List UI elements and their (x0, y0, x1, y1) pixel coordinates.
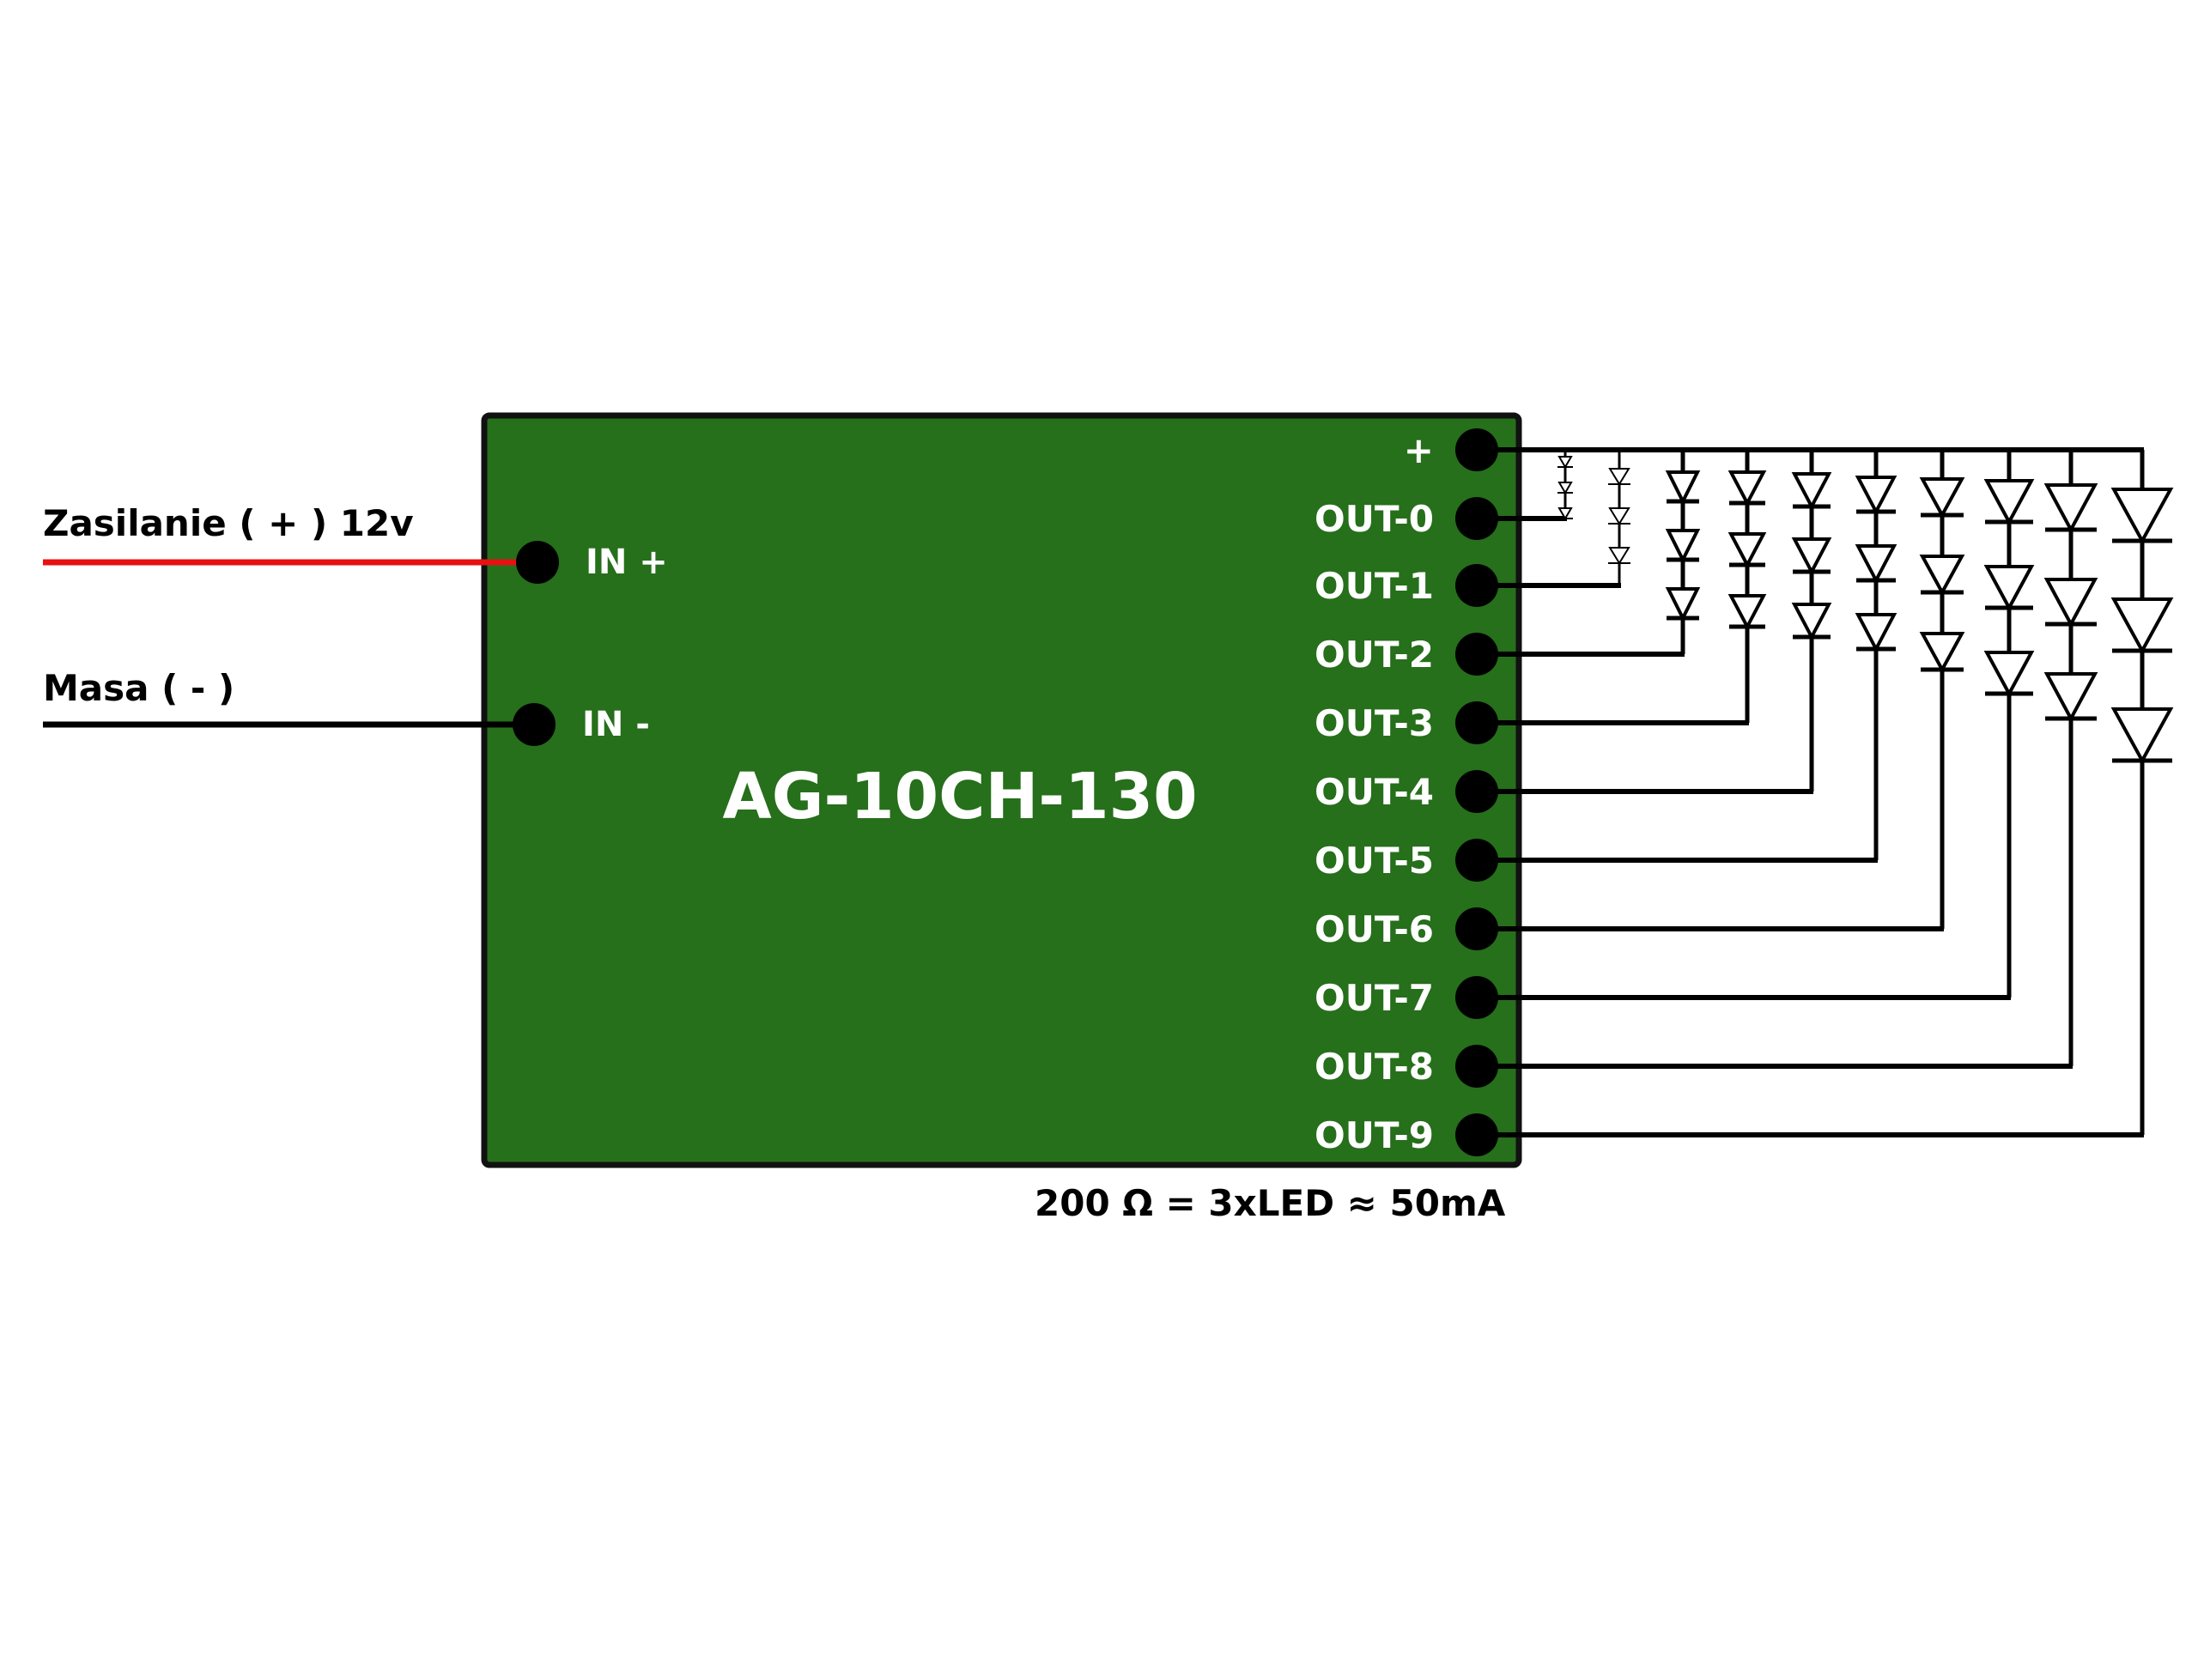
ground-label: Masa ( - ) (43, 667, 234, 709)
diode-icon (1608, 468, 1630, 486)
diode-icon (1608, 547, 1630, 565)
led-ch9-1 (2110, 488, 2174, 545)
led-ch3-1 (1727, 470, 1767, 507)
led-ch6-1 (1919, 477, 1965, 519)
led-ch6-3 (1919, 632, 1965, 674)
led-ch2-1 (1665, 470, 1701, 506)
power-label: Zasilanie ( + ) 12v (43, 502, 414, 544)
led-ch0-2 (1557, 482, 1573, 494)
terminal-out-6 (1455, 907, 1498, 950)
led-ch8-2 (2043, 578, 2098, 628)
terminal-out-1 (1455, 564, 1498, 607)
diode-icon (1791, 537, 1832, 576)
led-ch5-1 (1855, 476, 1897, 516)
led-ch2-3 (1665, 587, 1701, 622)
led-ch0-3 (1557, 507, 1573, 520)
diode-icon (1727, 532, 1767, 569)
terminal-out-3 (1455, 701, 1498, 744)
diode-icon (1919, 477, 1965, 519)
terminal-label-out-6: OUT-6 (1315, 908, 1434, 950)
led-ch1-3 (1608, 547, 1630, 565)
terminal-out-2 (1455, 633, 1498, 676)
led-ch1-2 (1608, 507, 1630, 525)
led-ch5-2 (1855, 544, 1897, 585)
diode-icon (1919, 555, 1965, 597)
led-ch5-3 (1855, 613, 1897, 653)
terminal-label-plus: + (1404, 429, 1434, 471)
in-minus-terminal (513, 703, 556, 746)
diode-icon (1855, 476, 1897, 516)
terminal-plus (1455, 428, 1498, 471)
diode-icon (1665, 587, 1701, 622)
led-ch9-2 (2110, 597, 2174, 655)
diode-icon (2110, 597, 2174, 655)
diode-icon (1983, 479, 2035, 526)
diode-icon (1855, 544, 1897, 585)
diode-icon (2043, 483, 2098, 534)
diode-icon (1557, 456, 1573, 469)
in-plus-terminal (516, 541, 559, 584)
diode-icon (1791, 603, 1832, 641)
led-ch0-1 (1557, 456, 1573, 469)
led-ch2-2 (1665, 529, 1701, 564)
terminal-out-9 (1455, 1113, 1498, 1156)
terminal-out-4 (1455, 770, 1498, 813)
terminal-label-out-3: OUT-3 (1315, 702, 1434, 744)
footer-note: 200 Ω = 3xLED ≈ 50mA (1035, 1182, 1506, 1224)
in-plus-label: IN + (586, 543, 668, 582)
diode-icon (1791, 472, 1832, 511)
board-title: AG-10CH-130 (722, 760, 1197, 834)
diode-icon (1983, 565, 2035, 612)
diode-icon (1608, 507, 1630, 525)
diode-icon (1727, 594, 1767, 631)
terminal-label-out-8: OUT-8 (1315, 1046, 1434, 1088)
diode-icon (2110, 488, 2174, 545)
led-ch6-2 (1919, 555, 1965, 597)
in-minus-label: IN - (582, 705, 650, 744)
led-ch7-1 (1983, 479, 2035, 526)
led-ch3-2 (1727, 532, 1767, 569)
diode-icon (1665, 529, 1701, 564)
diode-icon (2043, 578, 2098, 628)
terminal-out-8 (1455, 1045, 1498, 1088)
terminal-label-out-5: OUT-5 (1315, 840, 1434, 882)
diode-icon (1557, 507, 1573, 520)
diode-icon (1919, 632, 1965, 674)
led-ch4-2 (1791, 537, 1832, 576)
led-ch7-2 (1983, 565, 2035, 612)
diode-icon (1855, 613, 1897, 653)
diode-icon (1727, 470, 1767, 507)
led-ch4-3 (1791, 603, 1832, 641)
diode-icon (2110, 707, 2174, 765)
led-ch4-1 (1791, 472, 1832, 511)
led-ch8-3 (2043, 672, 2098, 723)
terminal-out-0 (1455, 497, 1498, 540)
led-ch7-3 (1983, 651, 2035, 698)
led-ch8-1 (2043, 483, 2098, 534)
diode-icon (2043, 672, 2098, 723)
terminal-label-out-9: OUT-9 (1315, 1114, 1434, 1156)
diode-icon (1665, 470, 1701, 506)
diode-icon (1983, 651, 2035, 698)
led-ch9-3 (2110, 707, 2174, 765)
terminal-label-out-7: OUT-7 (1315, 977, 1434, 1019)
led-ch3-3 (1727, 594, 1767, 631)
led-ch1-1 (1608, 468, 1630, 486)
terminal-label-out-2: OUT-2 (1315, 634, 1434, 676)
terminal-label-out-1: OUT-1 (1315, 565, 1434, 607)
terminal-out-5 (1455, 839, 1498, 882)
terminal-label-out-4: OUT-4 (1315, 771, 1434, 813)
terminal-out-7 (1455, 976, 1498, 1019)
terminal-label-out-0: OUT-0 (1315, 498, 1434, 540)
diode-icon (1557, 482, 1573, 494)
